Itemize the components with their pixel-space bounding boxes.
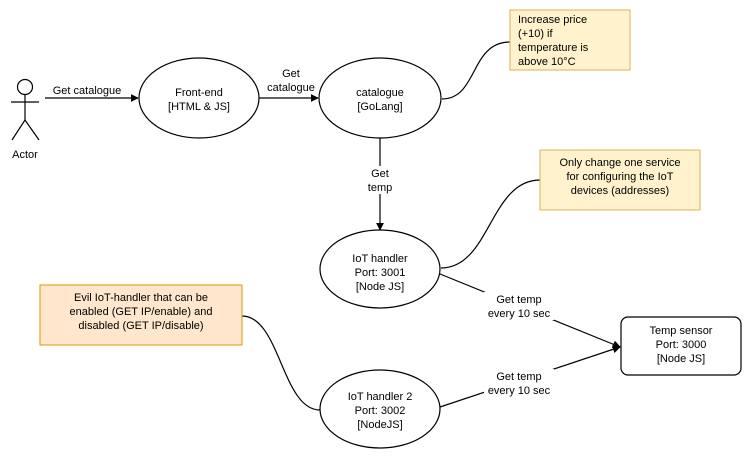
note-line: devices (addresses): [571, 185, 669, 197]
node-label-line: [HTML & JS]: [168, 101, 230, 113]
price-note: Increase price (+10) if temperature is a…: [509, 9, 631, 71]
note-line: Evil IoT-handler that can be: [74, 292, 208, 304]
price-note-connector: [441, 41, 511, 100]
edge-label-iot2-sensor: Get temp every 10 sec: [484, 369, 554, 397]
evil-note-connector: [241, 315, 321, 411]
actor-label: Actor: [12, 149, 38, 161]
edge-label-catalogue-iot: Get temp: [364, 166, 396, 194]
actor-icon: [11, 78, 40, 141]
edge-label-line: Get: [371, 168, 389, 180]
node-label-line: Port: 3000: [656, 339, 707, 351]
node-label-line: [Node JS]: [657, 353, 705, 365]
node-label-line: IoT handler: [352, 253, 408, 265]
node-label-line: [Node JS]: [356, 281, 404, 293]
node-label-line: catalogue: [356, 87, 404, 99]
edge-label-line: catalogue: [267, 82, 315, 94]
node-label-line: [NodeJS]: [357, 419, 402, 431]
catalogue-node: catalogue [GoLang]: [318, 57, 442, 139]
frontend-node: Front-end [HTML & JS]: [138, 57, 260, 139]
node-label-line: Port: 3002: [355, 405, 406, 417]
node-label-line: Port: 3001: [355, 267, 406, 279]
note-line: above 10°C: [518, 56, 576, 68]
note-line: temperature is: [518, 42, 589, 54]
config-note-connector: [440, 179, 541, 269]
edge-label-actor-frontend: Get catalogue: [50, 83, 124, 97]
edge-label-frontend-catalogue: Get catalogue: [264, 66, 318, 94]
node-label-line: Front-end: [175, 87, 223, 99]
edge-label-iot-sensor: Get temp every 10 sec: [484, 292, 554, 320]
note-line: (+10) if: [518, 28, 553, 40]
iot-handler-2-node: IoT handler 2 Port: 3002 [NodeJS]: [319, 369, 441, 449]
evil-note: Evil IoT-handler that can be enabled (GE…: [39, 284, 243, 346]
note-line: enabled (GET IP/enable) and: [70, 306, 213, 318]
note-line: for configuring the IoT: [566, 171, 673, 183]
edge-label-line: every 10 sec: [488, 385, 551, 397]
node-label-line: Temp sensor: [650, 325, 713, 337]
edge-label-line: every 10 sec: [488, 308, 551, 320]
edge-label-line: Get catalogue: [53, 85, 122, 97]
note-line: Increase price: [518, 14, 587, 26]
edge-label-line: Get temp: [496, 371, 541, 383]
iot-handler-node: IoT handler Port: 3001 [Node JS]: [319, 229, 441, 309]
node-label-line: IoT handler 2: [348, 391, 413, 403]
note-line: Only change one service: [559, 157, 680, 169]
edge-label-line: temp: [368, 182, 392, 194]
note-line: disabled (GET IP/disable): [78, 320, 203, 332]
config-note: Only change one service for configuring …: [539, 149, 701, 211]
temp-sensor-node: Temp sensor Port: 3000 [Node JS]: [620, 316, 742, 376]
node-label-line: [GoLang]: [357, 101, 402, 113]
edge-label-line: Get temp: [496, 294, 541, 306]
edge-label-line: Get: [282, 68, 300, 80]
